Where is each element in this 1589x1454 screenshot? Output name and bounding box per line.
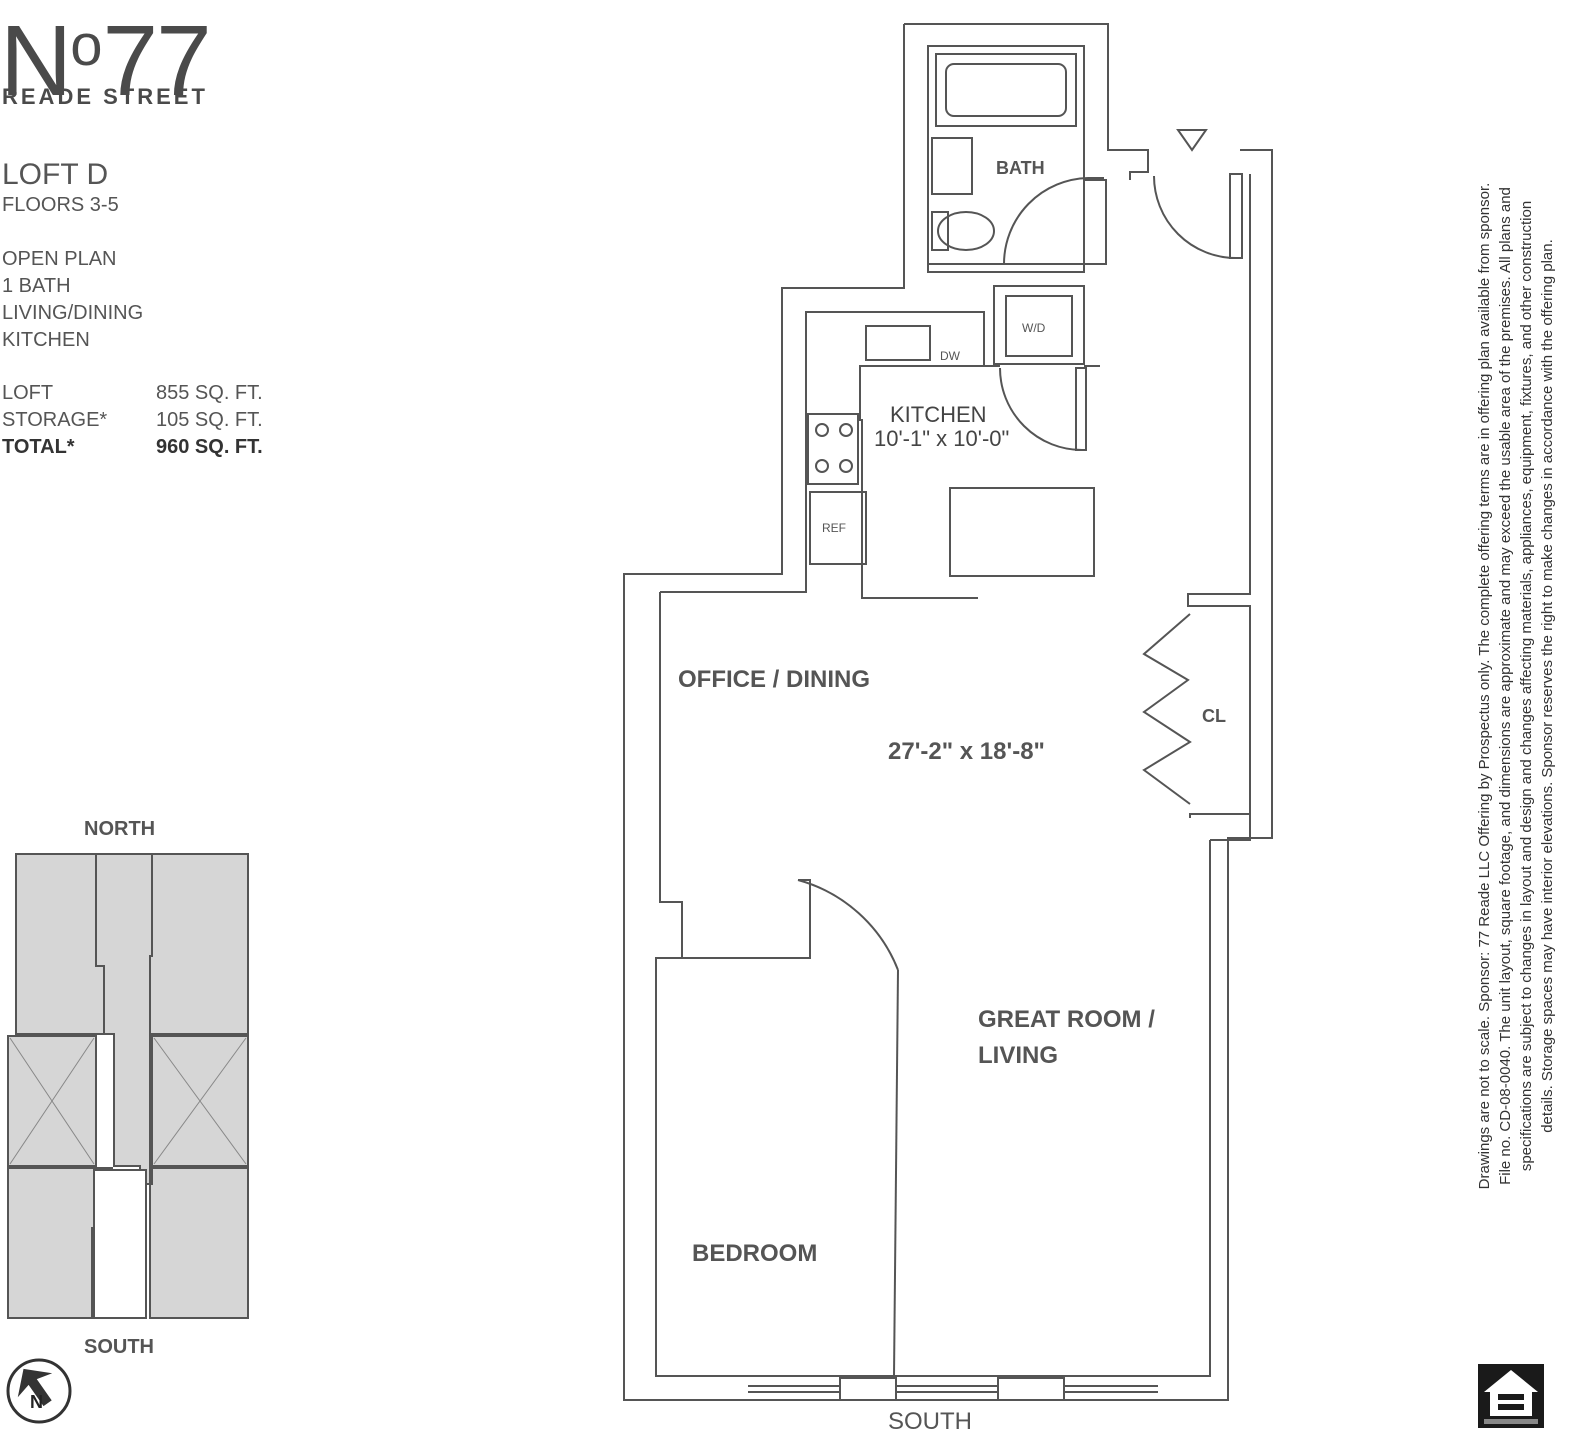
disclaimer-line: specifications are subject to changes in… (1518, 200, 1535, 1172)
unit-name: LOFT D (2, 158, 109, 191)
bath-wall (927, 45, 1085, 273)
toilet (931, 211, 949, 251)
room-label-office-dining: OFFICE / DINING (678, 666, 870, 693)
logo-number-sign: No (0, 5, 103, 117)
bath-vanity (931, 137, 973, 195)
area-label: TOTAL* (2, 436, 75, 458)
compass-icon (6, 1358, 72, 1424)
unit-floors: FLOORS 3-5 (2, 194, 119, 216)
keyplan-diagram (7, 853, 249, 1319)
plan-south-label: SOUTH (888, 1408, 972, 1435)
legal-disclaimer: Drawings are not to scale. Sponsor: 77 R… (1474, 26, 1558, 1346)
outer-wall (904, 23, 1149, 180)
refrigerator (809, 491, 867, 565)
area-label: STORAGE* (2, 409, 108, 431)
entry-door-leaf (1229, 173, 1243, 259)
window-pier (997, 1377, 1065, 1401)
inner-wall (655, 592, 1211, 1377)
kitchen-dimensions: 10'-1" x 10'-0" (874, 426, 1010, 451)
feature-item: LIVING/DINING (2, 302, 144, 324)
room-label-bedroom: BEDROOM (692, 1240, 818, 1267)
area-table: LOFT 855 SQ. FT. STORAGE* 105 SQ. FT. TO… (2, 380, 263, 461)
equal-housing-icon (1478, 1364, 1544, 1428)
room-label-living: LIVING (978, 1042, 1059, 1069)
area-value: 855 SQ. FT. (156, 382, 263, 404)
room-label-wd: W/D (1022, 321, 1046, 335)
keyplan-highlight (93, 1169, 147, 1319)
bath-door-swing (1003, 177, 1089, 265)
disclaimer-line: details. Storage spaces may have interio… (1539, 239, 1556, 1133)
disclaimer-line: Drawings are not to scale. Sponsor: 77 R… (1476, 182, 1493, 1190)
area-row-storage: STORAGE* 105 SQ. FT. (2, 407, 263, 434)
wd-closet (993, 285, 1085, 365)
keyplan-block (149, 1167, 249, 1319)
keyplan-south-label: SOUTH (84, 1336, 154, 1358)
area-label: LOFT (2, 382, 54, 404)
kitchen-sink (865, 325, 931, 361)
building-logo: No77 (0, 0, 212, 111)
kitchen-island (949, 487, 1095, 577)
bedroom-partition (893, 969, 899, 1377)
compass-north-letter: N (30, 1392, 43, 1412)
washer-dryer (1005, 295, 1073, 357)
room-label-kitchen: KITCHEN (890, 402, 987, 427)
entry-arrow-icon (1176, 129, 1208, 152)
room-label-great-room: GREAT ROOM / (978, 1006, 1155, 1033)
room-label-dw: DW (940, 349, 960, 363)
great-room-dimensions: 27'-2" x 18'-8" (888, 738, 1045, 765)
disclaimer-line: File no. CD-08-0040. The unit layout, sq… (1497, 187, 1514, 1185)
entry-door-swing (1153, 175, 1237, 259)
bedroom-wall (682, 879, 811, 959)
room-label-bath: BATH (996, 158, 1045, 178)
inner-wall (1187, 174, 1251, 814)
inner-wall (1189, 813, 1251, 841)
building-number: 77 (102, 5, 211, 117)
bathtub (935, 53, 1077, 127)
window-pier (839, 1377, 897, 1401)
area-row-total: TOTAL* 960 SQ. FT. (2, 434, 263, 461)
feature-item: OPEN PLAN (2, 248, 117, 270)
cooktop (807, 413, 859, 485)
room-label-closet: CL (1202, 706, 1226, 726)
inner-wall (660, 311, 985, 599)
wd-door-swing (999, 367, 1083, 451)
area-row-loft: LOFT 855 SQ. FT. (2, 380, 263, 407)
keyplan-block (95, 853, 153, 1185)
unit-features: OPEN PLAN 1 BATH LIVING/DINING KITCHEN (2, 246, 143, 354)
bedroom-door-swing (797, 879, 899, 971)
outer-wall (623, 24, 1273, 1401)
closet-bifold-doors (1142, 613, 1192, 805)
area-value: 960 SQ. FT. (156, 436, 263, 458)
area-value: 105 SQ. FT. (156, 409, 263, 431)
feature-item: 1 BATH (2, 275, 71, 297)
street-name: READE STREET (2, 84, 208, 109)
feature-item: KITCHEN (2, 329, 90, 351)
keyplan-north-label: NORTH (84, 818, 156, 840)
room-label-ref: REF (822, 521, 846, 535)
